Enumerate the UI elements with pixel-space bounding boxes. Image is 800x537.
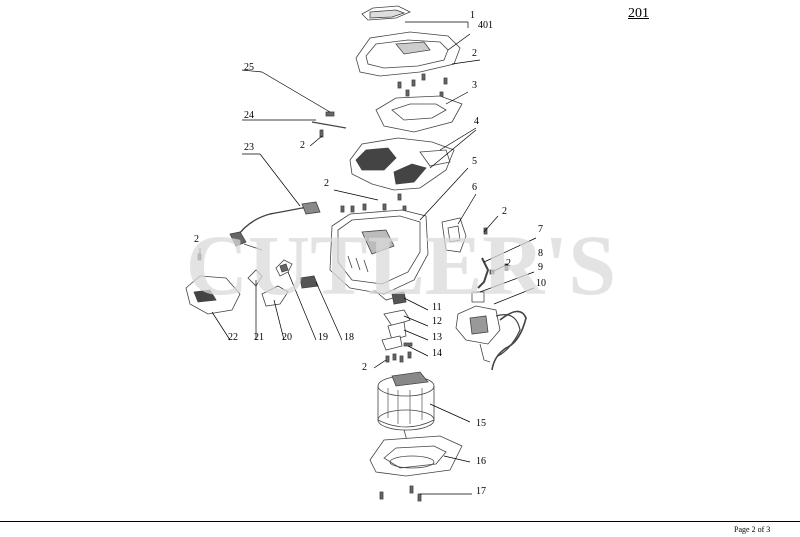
part-7-wire (477, 257, 490, 289)
callout-13: 13 (432, 332, 442, 343)
callout-23: 23 (244, 142, 254, 153)
part-8-9-small (471, 269, 495, 303)
callout-2-e: 2 (300, 140, 305, 151)
callout-15: 15 (476, 418, 486, 429)
callout-20: 20 (282, 332, 292, 343)
part-1-top-cap (361, 5, 411, 21)
footer-page-total: 3 (766, 525, 771, 534)
callout-7: 7 (538, 224, 543, 235)
footer-page-word: Page (734, 525, 750, 534)
part-4-shell (349, 137, 455, 191)
part-15-motor (377, 371, 435, 449)
callout-9: 9 (538, 262, 543, 273)
footer-page-current: 2 (751, 525, 756, 534)
leader-lines (199, 21, 537, 495)
callout-14: 14 (432, 348, 442, 359)
callout-2-f: 2 (324, 178, 329, 189)
callout-2-c: 2 (506, 258, 511, 269)
footer-page-of: of (757, 525, 765, 534)
part-401-upper-housing (355, 31, 461, 77)
part-19-clip (275, 259, 293, 277)
callout-401: 401 (478, 20, 493, 31)
parts-11-14-small (381, 291, 413, 351)
footer-rule (0, 521, 800, 522)
callout-25: 25 (244, 62, 254, 73)
callout-22: 22 (228, 332, 238, 343)
callout-6: 6 (472, 182, 477, 193)
callout-21: 21 (254, 332, 264, 343)
part-25-item (325, 111, 335, 117)
part-24-pin (311, 121, 347, 129)
callout-4: 4 (474, 116, 479, 127)
callout-2-g: 2 (194, 234, 199, 245)
part-22-side-cover (185, 275, 241, 315)
part-16-base (369, 435, 463, 477)
callout-labels: 1 401 2 3 4 5 6 2 7 8 2 9 10 11 12 13 14… (194, 10, 546, 497)
callout-8: 8 (538, 248, 543, 259)
callout-16: 16 (476, 456, 486, 467)
callout-1: 1 (470, 10, 475, 21)
page-number: 201 (628, 6, 649, 21)
callout-2-b: 2 (502, 206, 507, 217)
part-5-body-housing (329, 209, 429, 301)
part-17-screws (379, 485, 422, 502)
screws-row-top (397, 73, 448, 99)
callout-19: 19 (318, 332, 328, 343)
screws-motor (385, 351, 412, 363)
callout-18: 18 (344, 332, 354, 343)
callout-10: 10 (536, 278, 546, 289)
part-21-clip (247, 269, 263, 287)
screws-mid (340, 193, 407, 213)
callout-2-d: 2 (362, 362, 367, 373)
part-3-plate (375, 95, 463, 133)
part-23-cable (229, 201, 321, 251)
callout-5: 5 (472, 156, 477, 167)
part-10-controller (455, 305, 527, 371)
screw-left-top (197, 129, 509, 271)
callout-12: 12 (432, 316, 442, 327)
part-6-bracket (441, 217, 467, 253)
part-20-cover (261, 285, 289, 307)
callout-17: 17 (476, 486, 486, 497)
callout-11: 11 (432, 302, 442, 313)
callout-2-a: 2 (472, 48, 477, 59)
callout-3: 3 (472, 80, 477, 91)
part-18-latch (299, 275, 319, 289)
callout-24: 24 (244, 110, 254, 121)
